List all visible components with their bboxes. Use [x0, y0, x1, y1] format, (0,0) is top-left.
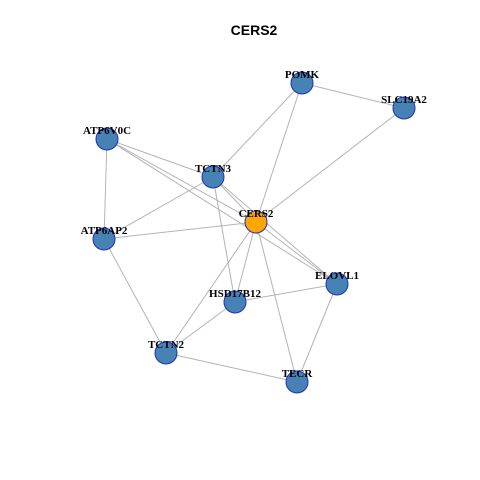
node-layer — [92, 71, 416, 394]
node-label-atp6ap2: ATP6AP2 — [81, 225, 128, 237]
edge-tctn3-elovl1 — [212, 176, 338, 285]
node-label-tctn3: TCTN3 — [195, 163, 232, 175]
edge-pomk-slc19a2 — [301, 82, 405, 109]
graph-title: CERS2 — [231, 22, 278, 38]
edge-atp6ap2-tctn2 — [103, 238, 167, 354]
edge-tctn3-atp6ap2 — [103, 176, 214, 240]
node-pomk[interactable] — [290, 71, 314, 95]
edge-tctn3-hsd17b12 — [212, 176, 236, 303]
edge-atp6v0c-elovl1 — [106, 138, 338, 285]
node-tecr[interactable] — [285, 370, 309, 394]
edge-pomk-cers2 — [255, 82, 303, 223]
node-tctn2[interactable] — [154, 341, 178, 365]
node-label-tecr: TECR — [282, 368, 314, 380]
edge-cers2-tctn2 — [165, 221, 257, 354]
node-hsd17b12[interactable] — [223, 290, 247, 314]
node-slc19a2[interactable] — [392, 96, 416, 120]
edge-pomk-tctn3 — [212, 82, 303, 178]
edge-cers2-elovl1 — [255, 221, 338, 285]
node-label-elovl1: ELOVL1 — [315, 270, 359, 282]
edge-atp6v0c-tctn3 — [106, 138, 214, 178]
node-label-cers2: CERS2 — [239, 208, 274, 220]
node-label-hsd17b12: HSD17B12 — [209, 288, 261, 300]
node-atp6ap2[interactable] — [92, 227, 116, 251]
node-cers2[interactable] — [244, 210, 268, 234]
edge-slc19a2-cers2 — [255, 107, 405, 223]
edge-tctn2-tecr — [165, 352, 298, 383]
node-label-pomk: POMK — [285, 69, 320, 81]
edge-cers2-atp6ap2 — [103, 221, 257, 240]
node-elovl1[interactable] — [325, 272, 349, 296]
edge-hsd17b12-tctn2 — [165, 301, 236, 354]
node-label-atp6v0c: ATP6V0C — [83, 125, 131, 137]
node-label-tctn2: TCTN2 — [148, 339, 185, 351]
edge-atp6v0c-cers2 — [106, 138, 257, 223]
edge-hsd17b12-elovl1 — [234, 283, 338, 303]
node-tctn3[interactable] — [201, 165, 225, 189]
edge-atp6v0c-atp6ap2 — [103, 138, 108, 240]
edge-cers2-tecr — [255, 221, 298, 383]
edge-elovl1-tecr — [296, 283, 338, 383]
edge-cers2-hsd17b12 — [234, 221, 257, 303]
node-atp6v0c[interactable] — [95, 127, 119, 151]
node-label-slc19a2: SLC19A2 — [381, 94, 427, 106]
